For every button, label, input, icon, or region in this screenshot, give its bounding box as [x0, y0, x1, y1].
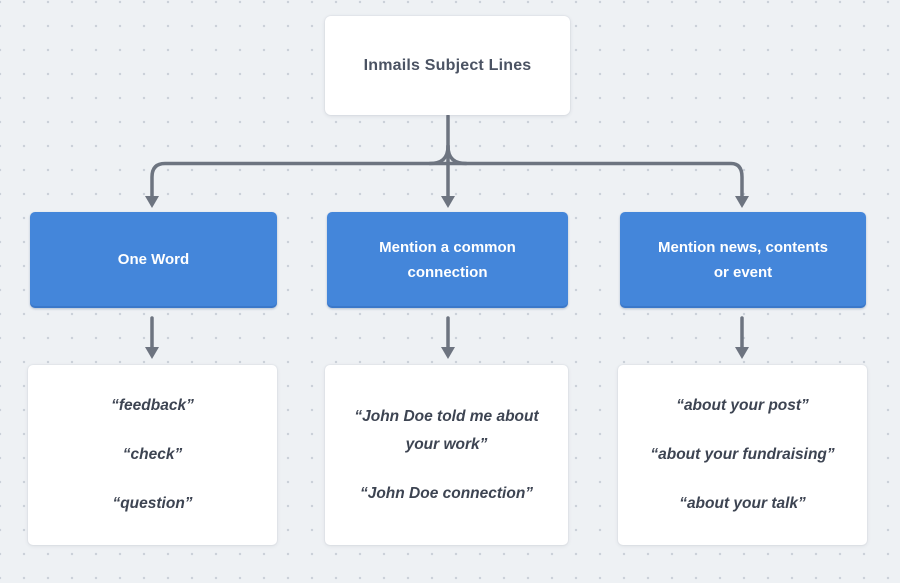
branch-node-one-word: One Word — [30, 212, 277, 308]
example-quote: “John Doe told me about your work” — [354, 407, 539, 453]
connector-flare-right — [446, 144, 468, 166]
example-quote: “feedback” — [111, 397, 194, 414]
example-card-one-word: “feedback” “check” “question” — [28, 365, 277, 545]
arrowhead-icon — [441, 347, 455, 359]
example-quote: “John Doe connection” — [359, 484, 534, 502]
branch-node-label: Mention news, contents or event — [657, 238, 828, 282]
branch-node-common-connection: Mention a common connection — [327, 212, 568, 308]
branch-node-label: One Word — [117, 251, 190, 269]
example-card-news-contents-event: “about your post” “about your fundraisin… — [618, 365, 867, 545]
connector-rail-line — [150, 161, 744, 198]
example-quote: “about your fundraising” — [650, 446, 835, 463]
example-quote: “question” — [112, 495, 193, 512]
arrowhead-icon — [735, 196, 749, 208]
branch-node-label: Mention a common connection — [379, 238, 516, 282]
example-card-common-connection: “John Doe told me about your work” “John… — [325, 365, 568, 545]
arrowhead-icon — [441, 196, 455, 208]
root-node-label: Inmails Subject Lines — [363, 56, 532, 74]
root-node-inmails-subject-lines: Inmails Subject Lines — [325, 16, 570, 115]
connector-flare-left — [428, 144, 450, 166]
arrowhead-icon — [145, 196, 159, 208]
arrowhead-icon — [735, 347, 749, 359]
example-quote: “check” — [122, 446, 183, 463]
branch-node-news-contents-event: Mention news, contents or event — [620, 212, 866, 308]
example-quote: “about your post” — [676, 397, 809, 414]
arrowhead-icon — [145, 347, 159, 359]
example-quote: “about your talk” — [679, 495, 806, 512]
